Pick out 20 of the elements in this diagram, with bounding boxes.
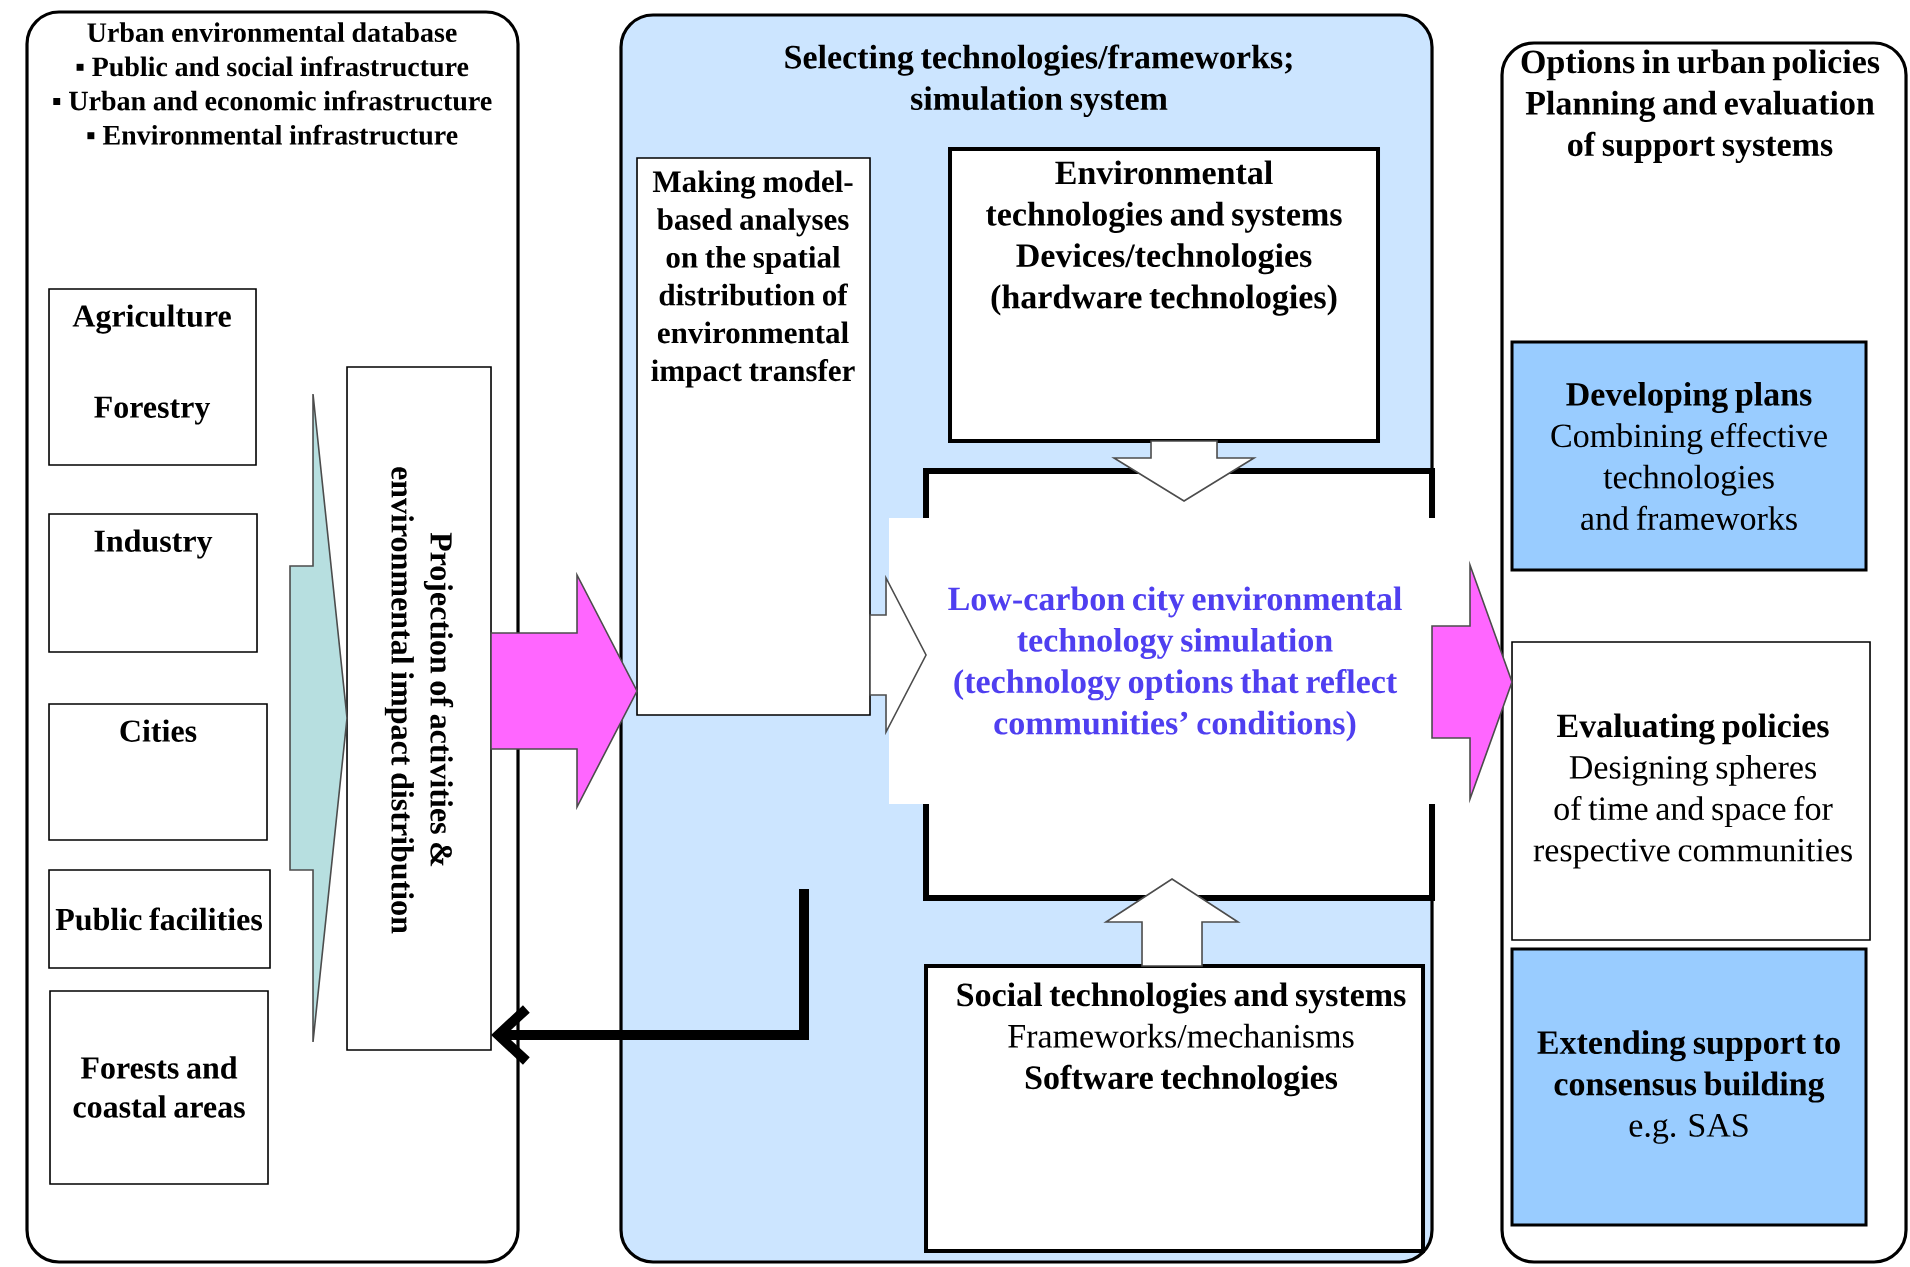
projection-box: Projection of activities & environmental impact distribution	[346, 366, 492, 1051]
block-arrow	[1431, 560, 1513, 804]
block-arrow	[490, 571, 638, 811]
text-box: Extending support to consensus building e.g. SAS	[1510, 947, 1868, 1227]
text-box: Developing plans Combining effective technologies and frameworks	[1510, 340, 1868, 572]
text-box: Making model-based analyses on the spatial distribution of environmental impact transfer	[636, 157, 871, 716]
sector-box: Public facilities	[48, 869, 271, 969]
sector-box: Cities	[48, 703, 268, 841]
block-arrow	[289, 393, 348, 1043]
text-box: Social technologies and systems Frameworks/mechanisms Software technologies	[924, 964, 1425, 1253]
text-box: Evaluating policies Designing spheres of time and space for respective communities	[1511, 641, 1871, 941]
arrow	[491, 889, 809, 1065]
sector-box: Agriculture Forestry	[48, 288, 257, 466]
block-arrow	[1103, 878, 1241, 967]
simulation-box: Low-carbon city environmental technology simulation (technology options that reflect communities’ conditions)	[889, 468, 1437, 901]
sector-box: Industry	[48, 513, 258, 653]
sector-box: Forests and coastal areas	[49, 990, 269, 1185]
block-arrow	[869, 574, 927, 736]
text-box: Environmental technologies and systems Devices/technologies (hardware technologies)	[948, 147, 1380, 443]
block-arrow	[1111, 440, 1257, 502]
